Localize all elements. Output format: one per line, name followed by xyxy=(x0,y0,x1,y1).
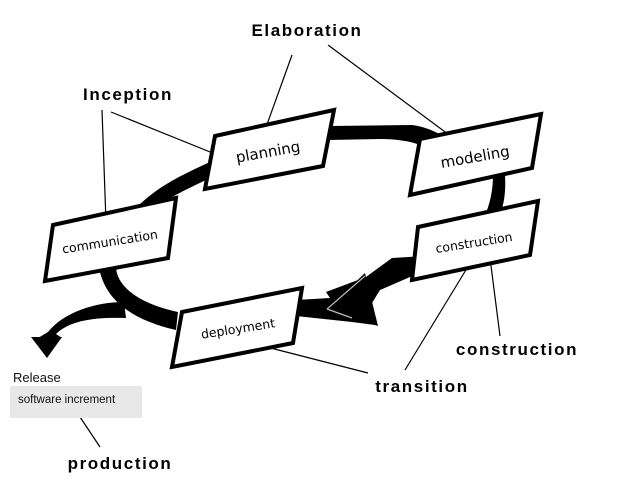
deployment-box xyxy=(169,285,305,370)
activity-communication: communication xyxy=(42,195,179,284)
release-label: Release xyxy=(13,370,61,385)
connector-transition-construction xyxy=(404,259,473,371)
phase-inception: Inception xyxy=(83,85,173,104)
connector-production-increment xyxy=(77,413,101,448)
software-increment-label: software increment xyxy=(18,394,116,406)
connector-inception-planning xyxy=(110,111,226,159)
connector-construction-phase xyxy=(489,257,501,337)
activity-construction: construction xyxy=(409,198,541,283)
activity-modeling: modeling xyxy=(407,111,544,198)
arrow-communication-to-planning xyxy=(138,161,212,206)
connector-lines xyxy=(77,44,501,448)
arrow-modeling-to-construction xyxy=(484,175,506,217)
phase-construction: construction xyxy=(456,340,578,359)
activity-planning: planning xyxy=(202,107,337,192)
software-increment-box: software increment xyxy=(10,386,142,418)
phase-transition: transition xyxy=(375,377,468,396)
arrow-release xyxy=(38,302,126,338)
communication-box xyxy=(42,195,179,284)
arrow-highlight-2 xyxy=(326,308,353,319)
phase-production: production xyxy=(68,454,173,473)
activity-deployment: deployment xyxy=(169,285,305,370)
connector-inception-communication xyxy=(101,109,107,223)
planning-box xyxy=(202,107,337,192)
connector-elaboration-planning xyxy=(264,54,293,131)
arrow-communication-to-deployment xyxy=(100,268,178,330)
construction-box xyxy=(409,198,541,283)
arrow-highlight xyxy=(326,275,366,310)
arrow-release-head xyxy=(31,337,62,358)
modeling-box xyxy=(407,111,544,198)
phase-elaboration: Elaboration xyxy=(251,21,362,40)
connector-elaboration-modeling xyxy=(327,44,461,144)
